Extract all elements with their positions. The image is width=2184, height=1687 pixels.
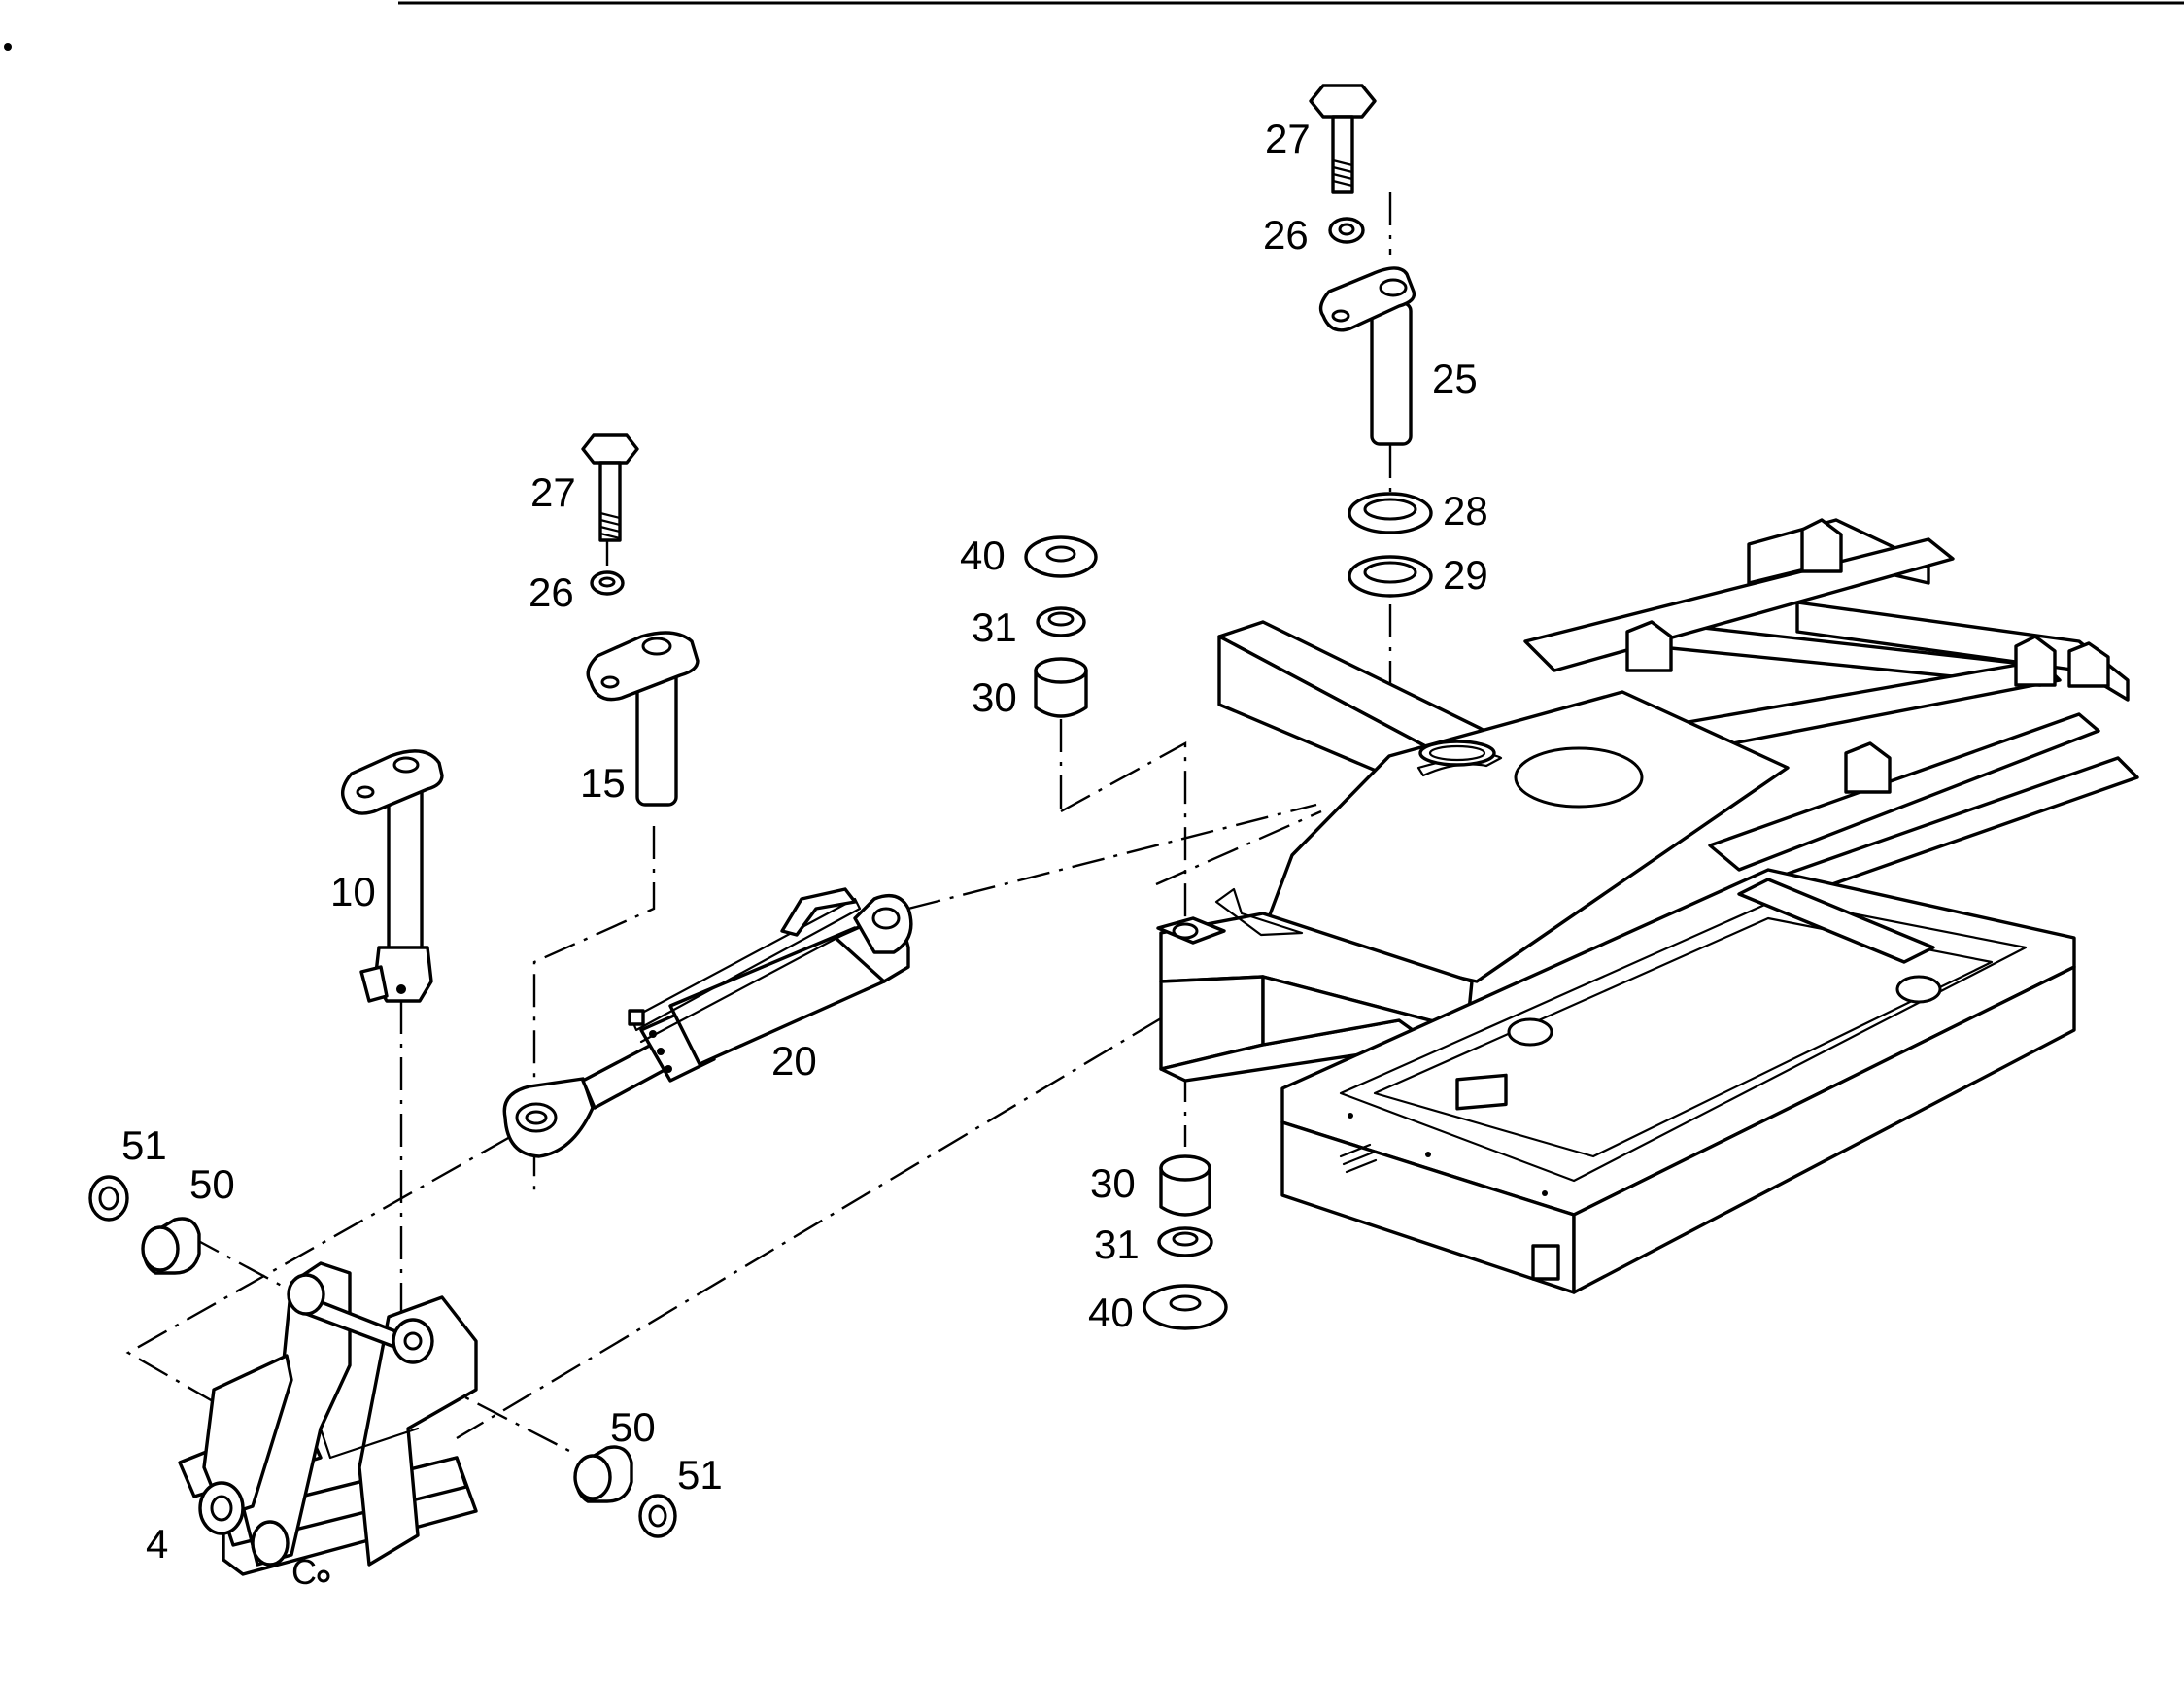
left-pin-stack (581, 433, 700, 807)
bushing-30-lower (1159, 1154, 1211, 1217)
washer-40-upper (1024, 535, 1098, 578)
callout-28: 28 (1443, 488, 1488, 534)
callout-40-lower: 40 (1088, 1290, 1134, 1335)
main-frame (1156, 518, 2139, 1294)
pin-15 (586, 631, 700, 807)
callout-4: 4 (146, 1521, 168, 1566)
callout-40-upper: 40 (960, 533, 1006, 578)
upper-bushing-stack (1024, 535, 1098, 718)
callout-26-left: 26 (529, 569, 574, 615)
callout-labels: 27 26 25 28 29 40 31 30 27 26 15 10 20 3… (121, 116, 1488, 1566)
bolt-27-right (1309, 84, 1377, 194)
mounting-bracket-4: C (178, 1261, 478, 1592)
bushing-50-right (573, 1445, 633, 1503)
callout-20: 20 (771, 1038, 817, 1084)
washer-40-lower (1143, 1284, 1228, 1330)
lock-washer-26-right (1328, 217, 1365, 244)
callout-50-left: 50 (189, 1161, 235, 1207)
callout-25: 25 (1432, 356, 1478, 401)
washer-51-left (88, 1175, 129, 1222)
callout-27-left: 27 (530, 469, 576, 515)
lower-bushing-stack (1143, 1154, 1228, 1330)
callout-31-lower: 31 (1094, 1222, 1140, 1267)
callout-27-right: 27 (1265, 116, 1311, 161)
bracket-casting-mark: C (291, 1552, 317, 1592)
lock-washer-26-left (590, 570, 625, 596)
washer-28 (1348, 492, 1433, 534)
callout-15: 15 (580, 760, 626, 806)
right-pin-stack (1309, 84, 1433, 598)
bushing-30-upper (1034, 657, 1088, 718)
hydraulic-cylinder-20 (502, 887, 913, 1158)
callout-30-lower: 30 (1090, 1160, 1136, 1206)
bolt-27-left (581, 433, 639, 542)
callout-50-right: 50 (610, 1404, 656, 1450)
frame-face-marks (1339, 1113, 1548, 1196)
washer-31-lower (1157, 1226, 1213, 1257)
scan-speck (4, 43, 12, 51)
callout-29: 29 (1443, 552, 1488, 598)
center-lines (125, 192, 1392, 1455)
callout-51-left: 51 (121, 1122, 167, 1168)
washer-31-upper (1036, 606, 1086, 637)
callout-10: 10 (330, 869, 376, 914)
pin-25 (1318, 266, 1416, 446)
callout-30-upper: 30 (972, 674, 1017, 720)
pin-10 (341, 749, 444, 1003)
washer-51-right (638, 1494, 677, 1538)
bushing-50-left (141, 1217, 201, 1275)
callout-26-right: 26 (1263, 212, 1309, 258)
callout-31-upper: 31 (972, 604, 1017, 650)
washer-29 (1348, 555, 1433, 598)
callout-51-right: 51 (677, 1452, 723, 1498)
